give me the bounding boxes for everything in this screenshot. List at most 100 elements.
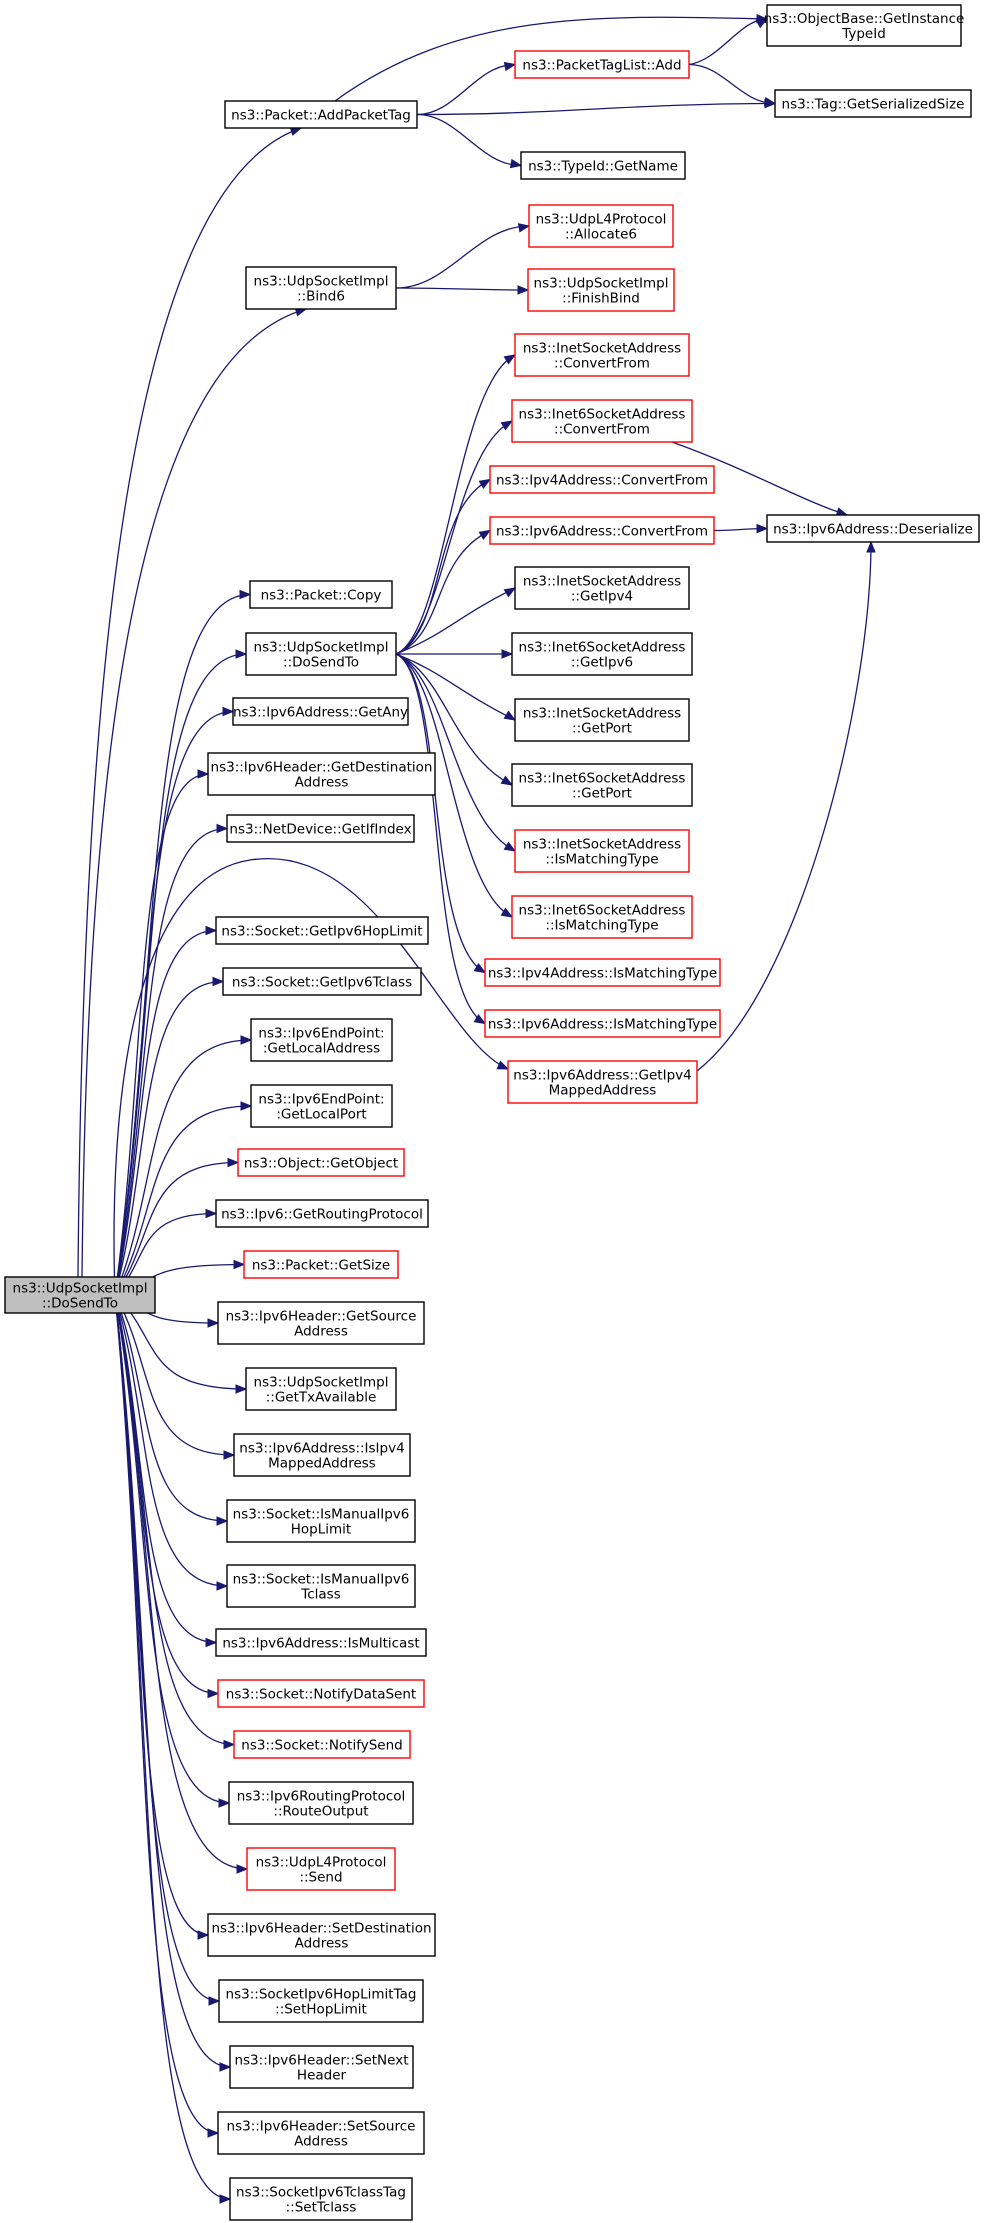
- node-packetCopy[interactable]: ns3::Packet::Copy: [249, 580, 393, 609]
- node-box: [4, 1276, 156, 1314]
- edge-doSendTo2-to-ipv6ConvertFrom: [395, 529, 492, 655]
- node-tagListAdd[interactable]: ns3::PacketTagList::Add: [514, 50, 690, 79]
- node-isMulticast[interactable]: ns3::Ipv6Address::IsMulticast: [215, 1628, 427, 1657]
- edge-path: [114, 1294, 231, 2200]
- node-inetGetIpv4[interactable]: ns3::InetSocketAddress::GetIpv4: [514, 566, 690, 610]
- arrowhead-icon: [218, 1798, 231, 1808]
- node-epGetLocalPort[interactable]: ns3::Ipv6EndPoint::GetLocalPort: [250, 1084, 393, 1128]
- arrowhead-icon: [235, 649, 248, 659]
- node-ipv6IsMatching[interactable]: ns3::Ipv6Address::IsMatchingType: [484, 1009, 721, 1038]
- node-allocate6[interactable]: ns3::UdpL4Protocol::Allocate6: [528, 204, 674, 248]
- node-inetIsMatching[interactable]: ns3::InetSocketAddress::IsMatchingType: [514, 829, 690, 873]
- node-label: ::GetTxAvailable: [266, 1390, 377, 1406]
- node-label: ns3::InetSocketAddress: [523, 837, 681, 853]
- node-tagGetSerSize[interactable]: ns3::Tag::GetSerializedSize: [774, 89, 972, 118]
- node-ipv6GetAny[interactable]: ns3::Ipv6Address::GetAny: [232, 697, 409, 726]
- node-inet6ConvertFrom[interactable]: ns3::Inet6SocketAddress::ConvertFrom: [511, 399, 693, 443]
- node-getTxAvail[interactable]: ns3::UdpSocketImpl::GetTxAvailable: [245, 1367, 397, 1411]
- node-bind6[interactable]: ns3::UdpSocketImpl::Bind6: [245, 266, 397, 310]
- node-sockGetTclass[interactable]: ns3::Socket::GetIpv6Tclass: [222, 967, 422, 996]
- arrowhead-icon: [219, 2062, 232, 2072]
- arrowhead-icon: [205, 1637, 218, 1648]
- node-netDevGetIfIndex[interactable]: ns3::NetDevice::GetIfIndex: [226, 814, 415, 843]
- edge-doSendTo2-to-inetGetIpv4: [395, 587, 517, 655]
- node-inet6GetIpv6[interactable]: ns3::Inet6SocketAddress::GetIpv6: [511, 632, 693, 676]
- arrowhead-icon: [240, 1101, 253, 1111]
- arrowhead-icon: [503, 354, 517, 365]
- node-finishBind[interactable]: ns3::UdpSocketImpl::FinishBind: [527, 268, 675, 312]
- arrowhead-icon: [503, 841, 517, 852]
- node-label: ::Allocate6: [565, 227, 637, 243]
- arrowhead-icon: [216, 1581, 229, 1591]
- node-label: ns3::Ipv4Address::IsMatchingType: [488, 966, 717, 982]
- node-label: ::GetIpv4: [571, 589, 633, 605]
- node-setHopLimit[interactable]: ns3::SocketIpv6HopLimitTag::SetHopLimit: [218, 1979, 424, 2023]
- edge-path: [395, 478, 491, 655]
- node-box: [224, 100, 418, 129]
- edge-path: [696, 541, 872, 1072]
- edge-path: [114, 1294, 235, 1746]
- arrowhead-icon: [503, 61, 517, 72]
- edge-root-to-setTclass: [114, 1294, 232, 2204]
- node-label: ns3::InetSocketAddress: [523, 574, 681, 590]
- node-ipv4IsMatching[interactable]: ns3::Ipv4Address::IsMatchingType: [484, 958, 721, 987]
- node-ipv6ConvertFrom[interactable]: ns3::Ipv6Address::ConvertFrom: [489, 516, 715, 545]
- node-addPacketTag[interactable]: ns3::Packet::AddPacketTag: [224, 100, 418, 129]
- edge-path: [395, 653, 516, 721]
- node-box: [233, 1433, 411, 1477]
- node-packetGetSize[interactable]: ns3::Packet::GetSize: [243, 1250, 399, 1279]
- edge-path: [114, 1039, 252, 1296]
- node-notifySend[interactable]: ns3::Socket::NotifySend: [233, 1730, 411, 1759]
- edge-doSendTo2-to-inetGetPort: [395, 653, 517, 721]
- node-ipv4ConvertFrom[interactable]: ns3::Ipv4Address::ConvertFrom: [489, 465, 715, 494]
- node-label: ::IsMatchingType: [545, 918, 658, 934]
- node-box: [215, 1199, 429, 1228]
- node-label: ns3::Ipv6Address::Deserialize: [773, 522, 973, 538]
- node-routeOutput[interactable]: ns3::Ipv6RoutingProtocol::RouteOutput: [228, 1781, 414, 1825]
- edge-path: [395, 225, 530, 289]
- node-doSendTo2[interactable]: ns3::UdpSocketImpl::DoSendTo: [245, 632, 397, 676]
- node-box: [489, 465, 715, 494]
- node-inetGetPort[interactable]: ns3::InetSocketAddress::GetPort: [514, 698, 690, 742]
- arrowhead-icon: [473, 1014, 487, 1025]
- node-inetConvertFrom[interactable]: ns3::InetSocketAddress::ConvertFrom: [514, 333, 690, 377]
- edge-path: [395, 653, 513, 786]
- arrowhead-icon: [235, 1384, 248, 1394]
- node-label: ns3::UdpSocketImpl: [254, 640, 389, 656]
- node-box: [226, 1499, 416, 1543]
- node-box: [514, 566, 690, 610]
- node-ipv6Deserialize[interactable]: ns3::Ipv6Address::Deserialize: [766, 514, 980, 543]
- arrowhead-icon: [503, 587, 517, 598]
- node-inet6IsMatching[interactable]: ns3::Inet6SocketAddress::IsMatchingType: [511, 895, 693, 939]
- node-box: [489, 516, 715, 545]
- node-sockGetHopLimit[interactable]: ns3::Socket::GetIpv6HopLimit: [215, 916, 429, 945]
- node-label: ns3::PacketTagList::Add: [522, 58, 681, 74]
- node-udpSend[interactable]: ns3::UdpL4Protocol::Send: [246, 1847, 396, 1891]
- arrowhead-icon: [208, 1996, 221, 2006]
- node-objGetObject[interactable]: ns3::Object::GetObject: [237, 1148, 405, 1177]
- arrowhead-icon: [755, 18, 769, 29]
- edge-doSendTo2-to-inetConvertFrom: [395, 354, 517, 655]
- node-setTclass[interactable]: ns3::SocketIpv6TclassTag::SetTclass: [229, 2177, 413, 2221]
- arrowhead-icon: [227, 1157, 240, 1168]
- node-root[interactable]: ns3::UdpSocketImpl::DoSendTo: [4, 1276, 156, 1314]
- node-label: ns3::Socket::NotifySend: [241, 1738, 402, 1754]
- node-notifyDataSent[interactable]: ns3::Socket::NotifyDataSent: [217, 1679, 425, 1708]
- node-epGetLocalAddr[interactable]: ns3::Ipv6EndPoint::GetLocalAddress: [250, 1018, 393, 1062]
- node-ipv6GetRouting[interactable]: ns3::Ipv6::GetRoutingProtocol: [215, 1199, 429, 1228]
- node-label: ns3::Inet6SocketAddress: [519, 640, 686, 656]
- arrowhead-icon: [503, 710, 517, 721]
- edge-doSendTo2-to-inet6ConvertFrom: [395, 420, 514, 655]
- node-typeIdGetName[interactable]: ns3::TypeId::GetName: [520, 151, 686, 180]
- node-inet6GetPort[interactable]: ns3::Inet6SocketAddress::GetPort: [511, 763, 693, 807]
